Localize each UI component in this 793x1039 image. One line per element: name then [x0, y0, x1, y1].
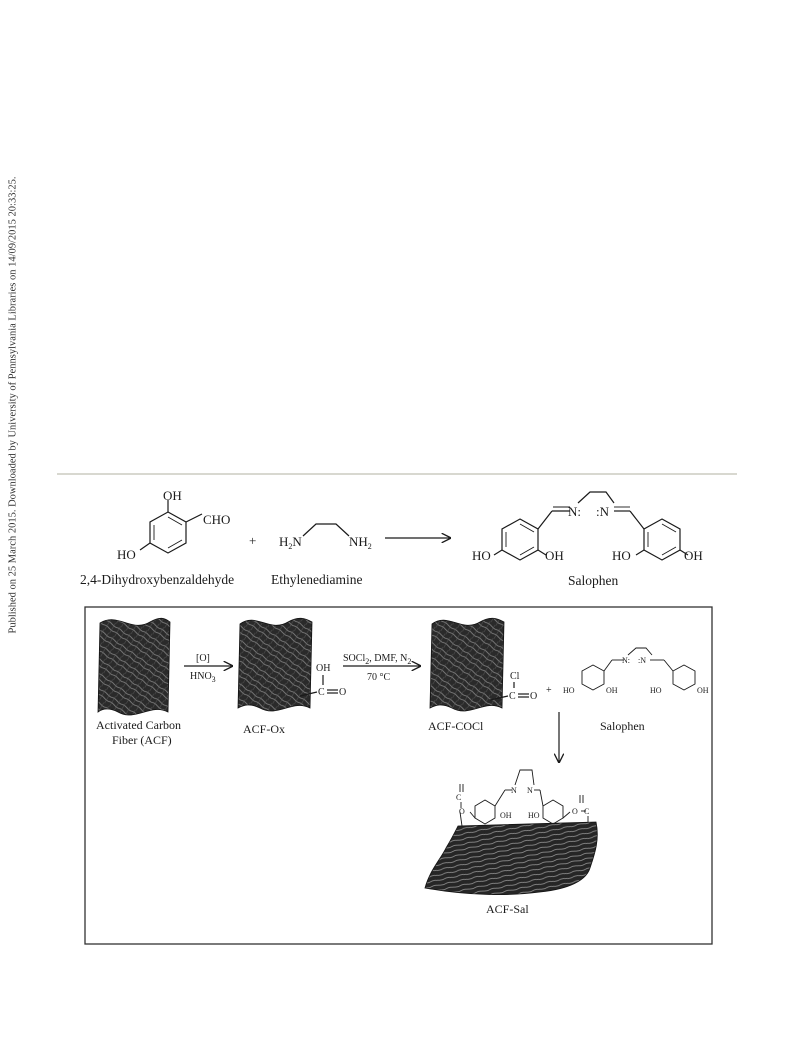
- acf-sal-ho: HO: [528, 811, 540, 820]
- acf-sal-o2: O: [572, 807, 578, 816]
- salophen-oh-left: OH: [545, 548, 564, 563]
- ethylenediamine-structure: H2N NH2: [279, 523, 372, 551]
- salophen-n2: :N: [596, 504, 610, 519]
- salophen-small-n2: :N: [638, 656, 646, 665]
- salophen-small-oh-right: OH: [697, 686, 709, 695]
- acf-cocl-cl: Cl: [510, 671, 520, 682]
- step2-subscript-b: 2: [407, 657, 411, 666]
- acf-sal-c2: C: [584, 807, 589, 816]
- salophen-small-structure: N: :N HO OH HO OH: [563, 647, 709, 695]
- acf-ox-o: O: [339, 687, 346, 698]
- svg-text:HNO3: HNO3: [190, 671, 216, 684]
- svg-text:SOCl2, DMF, N2: SOCl2, DMF, N2: [343, 653, 411, 666]
- acf-cocl-o: O: [530, 691, 537, 702]
- h2n-label: H: [279, 534, 288, 549]
- salophen-structure: N: :N HO OH HO OH: [472, 491, 703, 563]
- h2n-subscript: 2: [288, 542, 292, 551]
- salophen-small-name: Salophen: [600, 719, 645, 733]
- acf-ox-fiber-image: [237, 617, 313, 712]
- salophen-small-n1: N:: [622, 656, 630, 665]
- acf-sal-o1: O: [459, 807, 465, 816]
- oh-label: OH: [163, 488, 182, 503]
- salophen-oh-right: OH: [684, 548, 703, 563]
- acf-fiber-image: [97, 617, 171, 716]
- nh2-subscript: 2: [368, 542, 372, 551]
- salophen-small-ho-left: HO: [563, 686, 575, 695]
- plus-sign: +: [249, 533, 256, 548]
- svg-text:H2N: H2N: [279, 534, 302, 551]
- acf-cocl-fiber-image: [429, 617, 505, 712]
- step2-reagent-bottom: 70 °C: [367, 672, 390, 683]
- svg-text:NH2: NH2: [349, 534, 372, 551]
- acf-ox-c: C: [318, 687, 325, 698]
- acf-label-line2: Fiber (ACF): [112, 733, 172, 747]
- plus-sign-bottom: +: [546, 685, 552, 696]
- salophen-ho-left: HO: [472, 548, 491, 563]
- cho-label: CHO: [203, 512, 230, 527]
- salophen-small-ho-right: HO: [650, 686, 662, 695]
- step2-subscript-a: 2: [365, 657, 369, 666]
- acf-ox-name: ACF-Ox: [243, 722, 285, 736]
- step1-reagent-bottom: HNO: [190, 671, 212, 682]
- step2-reagent-mid: , DMF, N: [369, 653, 407, 664]
- salophen-small-oh-left: OH: [606, 686, 618, 695]
- ho-label: HO: [117, 547, 136, 562]
- acf-ox-oh: OH: [316, 663, 330, 674]
- salophen-name: Salophen: [568, 573, 618, 588]
- dihydroxybenzaldehyde-name: 2,4-Dihydroxybenzaldehyde: [80, 572, 234, 587]
- acf-sal-name: ACF-Sal: [486, 902, 529, 916]
- step1-subscript: 3: [212, 675, 216, 684]
- page-divider: [57, 473, 737, 475]
- acf-sal-linker-structure: N N O C O C OH HO: [456, 769, 589, 827]
- acf-sal-fiber-image: [424, 821, 598, 895]
- ethylenediamine-name: Ethylenediamine: [271, 572, 362, 587]
- acf-sal-n2: N: [527, 786, 533, 795]
- step2-reagent-top: SOCl: [343, 653, 365, 664]
- acf-cocl-name: ACF-COCl: [428, 719, 484, 733]
- acf-sal-oh: OH: [500, 811, 512, 820]
- acf-sal-n1: N: [511, 786, 517, 795]
- nh2-label: NH: [349, 534, 368, 549]
- acf-label-line1: Activated Carbon: [96, 718, 181, 732]
- scheme-box: [84, 606, 713, 945]
- acf-cocl-c: C: [509, 691, 516, 702]
- step1-reagent-top: [O]: [196, 653, 210, 664]
- acf-sal-c1: C: [456, 793, 461, 802]
- salophen-ho-right: HO: [612, 548, 631, 563]
- salophen-n1: N:: [568, 504, 581, 519]
- dihydroxybenzaldehyde-structure: OH CHO HO: [117, 488, 230, 562]
